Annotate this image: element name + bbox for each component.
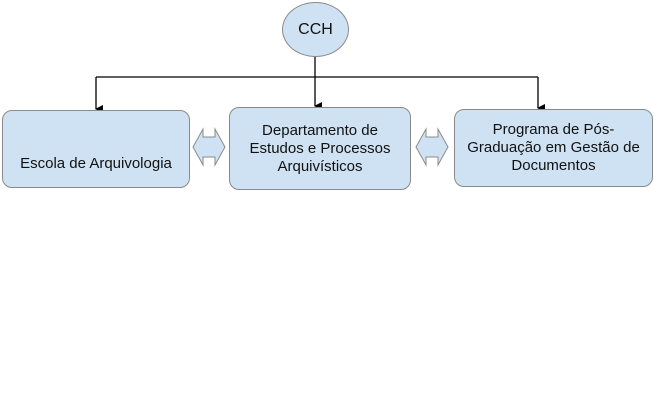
node-departamento: Departamento de Estudos e Processos Arqu… bbox=[229, 107, 411, 190]
node-middle-label: Departamento de Estudos e Processos Arqu… bbox=[249, 121, 391, 175]
node-programa-pos-graduacao: Programa de Pós-Graduação em Gestão de D… bbox=[454, 109, 653, 187]
node-cch-label: CCH bbox=[298, 20, 333, 38]
node-cch: CCH bbox=[282, 2, 349, 57]
node-escola-arquivologia: Escola de Arquivologia bbox=[2, 110, 190, 188]
node-right-label: Programa de Pós-Graduação em Gestão de D… bbox=[467, 121, 640, 174]
double-arrow-right bbox=[415, 127, 449, 167]
double-arrow-left bbox=[192, 127, 226, 167]
node-left-label: Escola de Arquivologia bbox=[20, 155, 172, 172]
